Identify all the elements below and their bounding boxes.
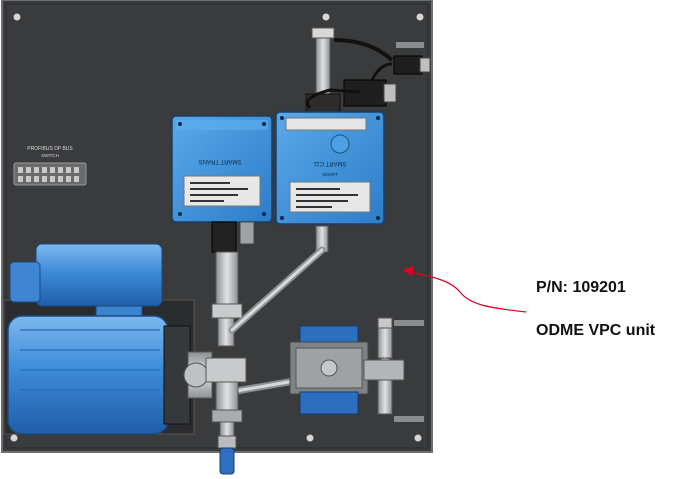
mounting-hole: [10, 434, 18, 442]
left-enclosure-name: SMART TRANS: [199, 158, 242, 164]
callout-arrow: [402, 266, 527, 313]
drain-valve: [211, 381, 243, 475]
connector-sublabel: SWITCH: [41, 153, 59, 158]
left-enclosure: SMART TRANS: [171, 115, 273, 223]
unit-name-label: ODME VPC unit: [536, 322, 656, 339]
part-number-label: P/N: 109201: [536, 279, 626, 296]
mounting-hole: [322, 13, 330, 21]
right-enclosure: SMART C11 SMART: [275, 111, 385, 225]
connector-label: PROFIBUS DP BUS: [27, 146, 73, 152]
mounting-hole: [414, 434, 422, 442]
valve-cluster: [363, 317, 424, 422]
mounting-hole: [416, 13, 424, 21]
right-enclosure-name: SMART C11: [313, 160, 347, 166]
terminal-connector: PROFIBUS DP BUS SWITCH: [13, 146, 87, 186]
mounting-hole: [306, 434, 314, 442]
sensor-stack: [211, 221, 255, 347]
pump-motor: [3, 243, 247, 435]
mounting-hole: [13, 13, 21, 21]
right-enclosure-sub: SMART: [322, 172, 338, 177]
solenoid-assembly: [305, 27, 431, 113]
pneumatic-actuator: [289, 325, 369, 415]
